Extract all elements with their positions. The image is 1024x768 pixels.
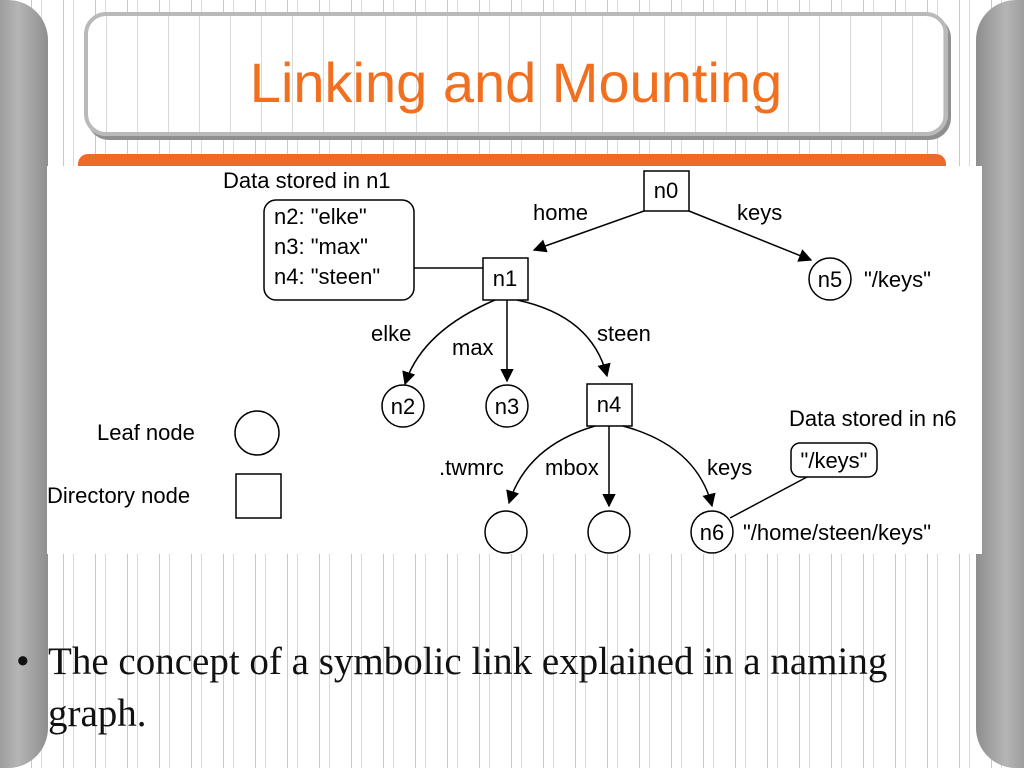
edge-mbox-label: mbox — [545, 455, 599, 480]
n1-data-box — [263, 199, 415, 301]
leaf-twmrc — [484, 510, 528, 554]
edge-home-label: home — [533, 200, 588, 225]
node-n5-label: n5 — [818, 267, 842, 292]
n6-data-connector — [729, 476, 808, 519]
node-n0-label: n0 — [654, 178, 678, 203]
edge-keys-bottom — [622, 425, 716, 508]
edge-steen-label: steen — [597, 321, 651, 346]
n1-data-line-1: n2: "elke" — [274, 204, 367, 229]
node-n3-label: n3 — [495, 394, 519, 419]
title-frame — [84, 12, 948, 136]
n1-data-line-2: n3: "max" — [274, 234, 368, 259]
legend-directory-label: Directory node — [47, 483, 190, 508]
node-n6 — [690, 510, 734, 554]
edge-max-label: max — [452, 335, 494, 360]
n6-data-box — [790, 442, 878, 478]
edge-keys-top — [688, 210, 813, 262]
node-n4 — [586, 383, 633, 427]
edge-twmrc — [506, 425, 596, 505]
node-n3 — [485, 384, 529, 428]
edge-home — [532, 210, 645, 253]
legend-directory-icon — [235, 473, 282, 519]
right-decorative-pillar — [976, 0, 1024, 768]
bullet-marker: • — [16, 640, 30, 683]
n6-data-title: Data stored in n6 — [789, 406, 957, 431]
naming-graph-figure: Data stored in n1 n2: "elke" n3: "max" n… — [47, 166, 982, 554]
node-n5 — [808, 257, 852, 301]
edge-keys-top-label: keys — [737, 200, 782, 225]
edge-keys-bottom-label: keys — [707, 455, 752, 480]
edge-steen — [516, 299, 611, 378]
legend-leaf-icon — [234, 410, 280, 456]
node-n1-label: n1 — [493, 266, 517, 291]
left-decorative-pillar — [0, 0, 48, 768]
node-n2 — [381, 384, 425, 428]
node-n4-label: n4 — [597, 392, 621, 417]
bullet-text: The concept of a symbolic link explained… — [48, 640, 888, 735]
n1-data-title: Data stored in n1 — [223, 168, 391, 193]
legend-leaf-label: Leaf node — [97, 420, 195, 445]
edge-twmrc-label: .twmrc — [439, 455, 504, 480]
n1-data-line-3: n4: "steen" — [274, 264, 380, 289]
node-n6-label: n6 — [700, 520, 724, 545]
edge-elke — [402, 299, 496, 386]
node-n1 — [482, 257, 529, 301]
naming-graph: Data stored in n1 n2: "elke" n3: "max" n… — [47, 168, 957, 554]
n6-path-label: "/home/steen/keys" — [743, 520, 931, 545]
n5-path-label: "/keys" — [864, 267, 931, 292]
edge-elke-label: elke — [371, 321, 411, 346]
node-n0 — [643, 170, 690, 212]
n6-data-value: "/keys" — [801, 448, 868, 473]
node-n2-label: n2 — [391, 394, 415, 419]
leaf-mbox — [587, 510, 631, 554]
slide-title: Linking and Mounting — [249, 51, 783, 114]
